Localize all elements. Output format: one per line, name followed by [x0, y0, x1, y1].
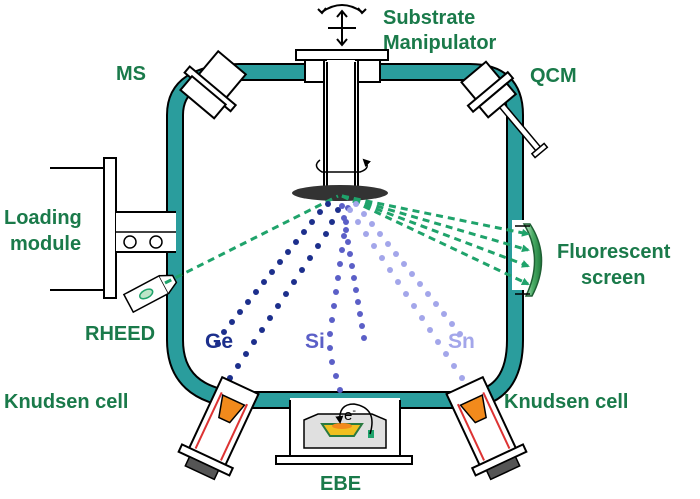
loading-module	[50, 157, 176, 299]
rheed-incident-beam	[164, 194, 339, 285]
label-substrate-line1: Substrate	[383, 7, 475, 29]
ebe-source	[275, 398, 413, 465]
label-si: Si	[305, 330, 325, 353]
rheed-gun	[122, 274, 178, 314]
rotation-arrow-icon	[315, 158, 372, 173]
si-beam	[327, 203, 367, 393]
label-fluorescent-line2: screen	[581, 267, 646, 289]
label-ge: Ge	[205, 330, 233, 353]
ms-port	[179, 49, 248, 120]
fluorescent-screen	[512, 220, 543, 297]
knudsen-cell-right	[445, 375, 528, 481]
label-fluorescent-line1: Fluorescent	[557, 241, 671, 263]
rheed-diffracted-beams	[341, 194, 530, 286]
label-electron: e-	[344, 405, 356, 424]
qcm-port	[460, 60, 549, 159]
label-rheed: RHEED	[85, 323, 155, 345]
label-knudsen-right: Knudsen cell	[504, 391, 628, 413]
label-substrate-line2: Manipulator	[383, 32, 497, 54]
label-loading-line2: module	[10, 233, 81, 255]
label-loading-line1: Loading	[4, 207, 82, 229]
substrate-manipulator	[295, 49, 389, 191]
knudsen-cell-left	[177, 375, 260, 481]
label-ms: MS	[116, 63, 146, 85]
four-way-arrow-icon	[317, 4, 367, 47]
substrate	[292, 185, 388, 201]
label-sn: Sn	[448, 330, 475, 353]
label-qcm: QCM	[530, 65, 577, 87]
label-ebe: EBE	[320, 473, 361, 495]
labels: Substrate Manipulator MS QCM Loading mod…	[4, 7, 671, 495]
sn-beam	[347, 201, 465, 381]
ge-beam	[215, 201, 341, 381]
label-knudsen-left: Knudsen cell	[4, 391, 128, 413]
